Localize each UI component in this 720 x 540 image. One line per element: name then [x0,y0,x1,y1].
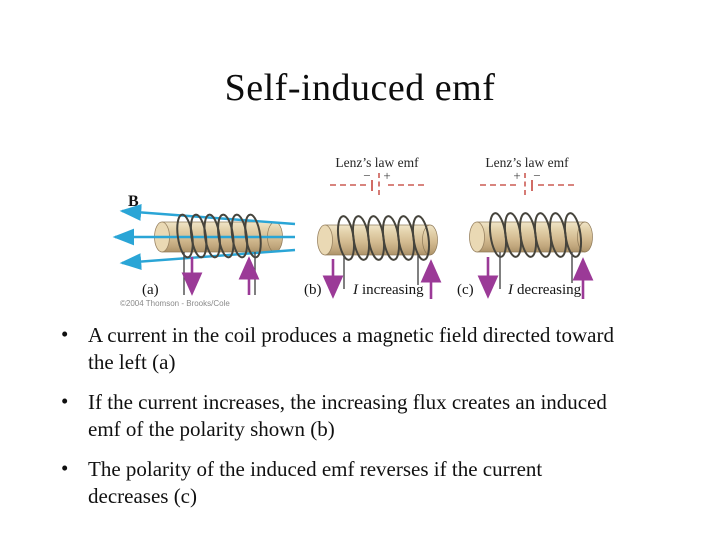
coil-core-b [317,224,438,256]
panel-c: Lenz’s law emf + − [457,155,594,299]
slide-title: Self-induced emf [224,67,496,109]
panel-label-c: (c) [457,282,474,298]
panel-b: Lenz’s law emf − + [304,155,442,299]
coil-core-c [469,221,593,253]
coil-windings-c [488,212,583,258]
lenz-law-label-c: Lenz’s law emf [485,155,569,170]
battery-symbol-c: + − [480,168,574,198]
panel-label-b: (b) [304,282,322,298]
magnetic-field-label: B [128,193,139,210]
minus-sign: − [363,168,370,183]
copyright-text: ©2004 Thomson - Brooks/Cole [120,299,230,308]
plus-sign: + [513,168,520,183]
bullet-item-1: A current in the coil produces a magneti… [56,321,616,376]
panel-label-a: (a) [142,282,159,298]
current-word: increasing [362,282,424,298]
panel-a: B [112,193,296,308]
lenz-law-label-b: Lenz’s law emf [335,155,419,170]
bullet-list: A current in the coil produces a magneti… [56,321,616,523]
current-word: decreasing [517,282,582,298]
plus-sign: + [383,168,390,183]
bullet-item-3: The polarity of the induced emf reverses… [56,455,616,510]
battery-symbol-b: − + [330,168,424,198]
current-symbol: I [507,282,514,298]
self-induced-emf-figure: B [112,155,594,308]
minus-sign: − [533,168,540,183]
current-symbol: I [352,282,359,298]
bullet-item-2: If the current increases, the increasing… [56,388,616,443]
